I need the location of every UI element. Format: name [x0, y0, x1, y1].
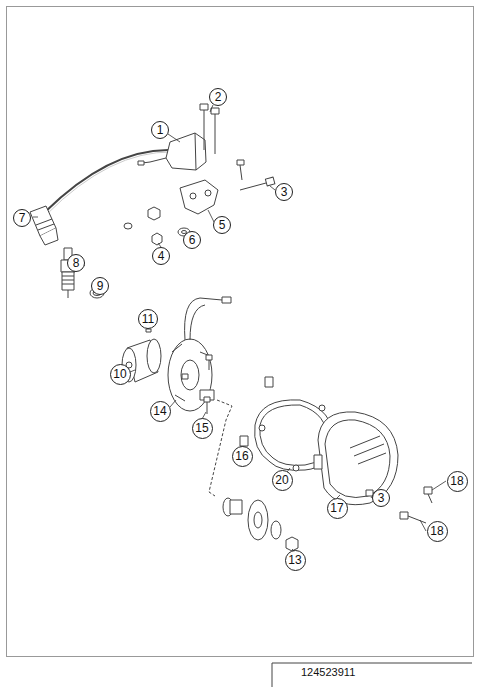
leader-lines — [33, 105, 446, 551]
callout-number: 11 — [142, 313, 154, 325]
frame — [7, 7, 474, 657]
callout-number: 10 — [113, 368, 126, 380]
callout-number: 20 — [275, 474, 288, 486]
callout-circle: 14 — [150, 401, 171, 422]
callout-circle: 5 — [213, 216, 231, 234]
callout-number: 3 — [281, 186, 288, 198]
callout-circle: 4 — [152, 247, 170, 265]
callout-number: 14 — [153, 405, 166, 417]
callout-circle: 6 — [183, 231, 201, 249]
callout-circle: 9 — [91, 277, 109, 295]
callout-circle: 15 — [192, 418, 213, 439]
drawing-number: 124523911 — [300, 666, 356, 678]
callout-number: 9 — [97, 280, 104, 292]
callout-number: 1 — [157, 124, 164, 136]
callout-circle: 11 — [138, 309, 158, 329]
callout-number: 18 — [450, 475, 463, 487]
callout-circle: 1 — [151, 121, 169, 139]
callout-number: 5 — [219, 219, 226, 231]
callout-circle: 18 — [447, 471, 468, 492]
callout-circle: 17 — [327, 498, 348, 519]
callout-circle: 3 — [372, 489, 390, 507]
callout-number: 17 — [330, 502, 343, 514]
callout-number: 15 — [195, 422, 208, 434]
callout-number: 6 — [189, 234, 196, 246]
callout-circle: 18 — [427, 521, 448, 542]
callout-number: 13 — [288, 554, 301, 566]
callout-circle: 3 — [275, 183, 293, 201]
callout-circle: 2 — [209, 88, 227, 106]
callout-circle: 13 — [285, 550, 306, 571]
callout-circle: 16 — [232, 446, 253, 467]
callout-number: 3 — [378, 492, 385, 504]
callout-circle: 20 — [272, 470, 293, 491]
callout-circle: 8 — [67, 254, 85, 272]
callout-number: 7 — [19, 212, 26, 224]
callout-number: 16 — [235, 450, 248, 462]
callout-number: 8 — [73, 257, 80, 269]
callout-number: 4 — [158, 250, 165, 262]
callout-number: 2 — [215, 91, 222, 103]
callout-circle: 10 — [110, 364, 131, 385]
title-bracket — [272, 663, 472, 687]
callout-circle: 7 — [13, 209, 31, 227]
callout-number: 18 — [430, 525, 443, 537]
